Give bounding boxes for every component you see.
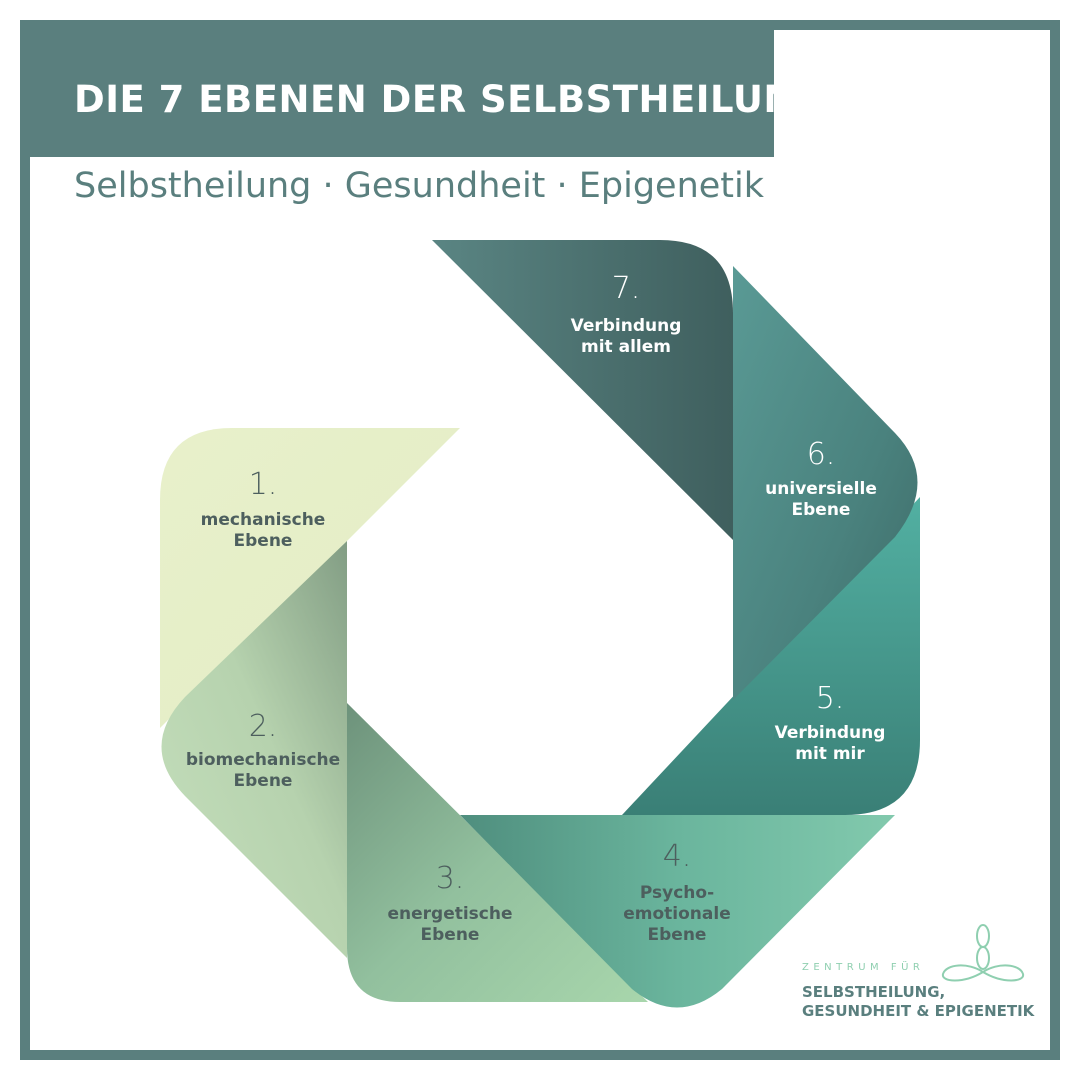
segment-5-text-line2: mit mir	[795, 744, 865, 764]
infinity-lotus-icon	[942, 924, 1024, 982]
segment-3-text-line2: Ebene	[421, 925, 480, 945]
segment-7	[432, 240, 733, 540]
segment-4-label: 4. Psycho- emotionale Ebene	[623, 839, 731, 945]
page-title: DIE 7 EBENEN DER SELBSTHEILUNG	[74, 78, 826, 121]
brand-line-1: SELBSTHEILUNG,	[802, 983, 946, 1001]
segment-2-label: 2. biomechanische Ebene	[186, 709, 340, 791]
brand-line-small: ZENTRUM FÜR	[802, 962, 925, 973]
segment-5-number: 5.	[816, 681, 845, 716]
segment-4-text-line2: emotionale	[623, 904, 731, 924]
segment-5-label: 5. Verbindung mit mir	[775, 681, 886, 764]
segment-3-text-line1: energetische	[387, 904, 512, 924]
segment-4	[460, 815, 895, 1008]
segment-4-text-line3: Ebene	[648, 925, 707, 945]
segment-1-number: 1.	[249, 467, 278, 502]
segment-1-text-line1: mechanische	[201, 510, 326, 530]
segment-6	[733, 266, 918, 700]
segment-2-text-line2: Ebene	[234, 771, 293, 791]
segment-7-text-line2: mit allem	[581, 337, 671, 357]
segment-2	[161, 541, 347, 958]
segment-3-label: 3. energetische Ebene	[387, 861, 512, 945]
segment-6-text-line2: Ebene	[792, 500, 851, 520]
segment-1-text-line2: Ebene	[234, 531, 293, 551]
segment-2-number: 2.	[249, 709, 278, 744]
page-subtitle: Selbstheilung · Gesundheit · Epigenetik	[74, 166, 765, 206]
segment-5-text-line1: Verbindung	[775, 723, 886, 743]
segment-4-text-line1: Psycho-	[640, 883, 714, 903]
segment-2-text-line1: biomechanische	[186, 750, 340, 770]
title-bar	[20, 20, 774, 157]
segment-6-label: 6. universielle Ebene	[765, 437, 877, 520]
segment-7-text-line1: Verbindung	[571, 316, 682, 336]
brand-line-2: GESUNDHEIT & EPIGENETIK	[802, 1002, 1035, 1020]
segment-6-number: 6.	[807, 437, 836, 472]
segment-7-label: 7. Verbindung mit allem	[571, 271, 682, 357]
segment-4-number: 4.	[663, 839, 692, 874]
segment-3-number: 3.	[436, 861, 465, 896]
segment-1-label: 1. mechanische Ebene	[201, 467, 326, 551]
segment-6-text-line1: universielle	[765, 479, 877, 499]
segment-7-number: 7.	[612, 271, 641, 306]
